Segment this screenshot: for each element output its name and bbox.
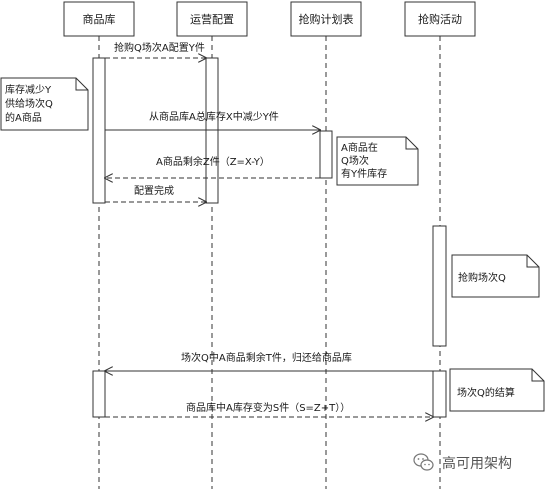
- note-1-line-2: 供给场次Q: [5, 97, 53, 110]
- note-1-line-1: 库存减少Y: [5, 83, 52, 96]
- note-3: 抢购场次Q: [451, 254, 540, 298]
- note-3-line-1: 抢购场次Q: [458, 271, 506, 284]
- message-5-label: 场次Q中A商品剩余T件，归还给商品库: [181, 351, 352, 364]
- note-2-line-2: Q场次: [341, 154, 369, 167]
- message-6: 商品库中A库存变为S件（S=Z+T））: [105, 401, 433, 417]
- lifeline-4-header: 抢购活动: [404, 1, 476, 37]
- message-4: 配置完成: [105, 184, 206, 202]
- message-2: 从商品库A总库存X中减少Y件: [105, 110, 320, 130]
- message-2-label: 从商品库A总库存X中减少Y件: [149, 110, 279, 123]
- wechat-icon: [413, 453, 434, 471]
- message-5: 场次Q中A商品剩余T件，归还给商品库: [105, 351, 433, 371]
- activation-bar-3a: [319, 130, 333, 179]
- note-4: 场次Q的结算: [449, 368, 545, 412]
- lifeline-4-title: 抢购活动: [418, 12, 462, 26]
- activation-bar-4b: [432, 370, 447, 418]
- note-2-line-3: 有Y件库存: [341, 167, 387, 180]
- note-2-line-1: A商品在: [341, 141, 378, 154]
- lifeline-2-header: 运营配置: [176, 1, 248, 37]
- message-3-label: A商品剩余Z件（Z=X-Y）: [156, 155, 270, 168]
- note-2: A商品在 Q场次 有Y件库存: [336, 136, 419, 186]
- watermark: 高可用架构: [413, 453, 512, 472]
- note-4-line-1: 场次Q的结算: [457, 386, 515, 399]
- watermark-text: 高可用架构: [442, 455, 512, 472]
- note-1: 库存减少Y 供给场次Q 的A商品: [0, 77, 89, 131]
- message-4-label: 配置完成: [134, 184, 174, 197]
- message-6-label: 商品库中A库存变为S件（S=Z+T））: [186, 401, 350, 414]
- message-3: A商品剩余Z件（Z=X-Y）: [105, 155, 320, 178]
- lifeline-1-header: 商品库: [63, 1, 135, 37]
- lifeline-2-title: 运营配置: [190, 12, 234, 26]
- activation-bar-4a: [432, 225, 447, 347]
- message-1-label: 抢购Q场次A配置Y件: [114, 41, 205, 54]
- lifeline-1-title: 商品库: [83, 12, 116, 26]
- activation-bar-1a: [92, 57, 106, 204]
- lifeline-3-title: 抢购计划表: [299, 12, 354, 26]
- lifeline-3-header: 抢购计划表: [290, 1, 362, 37]
- note-1-line-3: 的A商品: [5, 111, 42, 124]
- activation-bar-1b: [92, 370, 106, 418]
- message-1: 抢购Q场次A配置Y件: [105, 41, 206, 58]
